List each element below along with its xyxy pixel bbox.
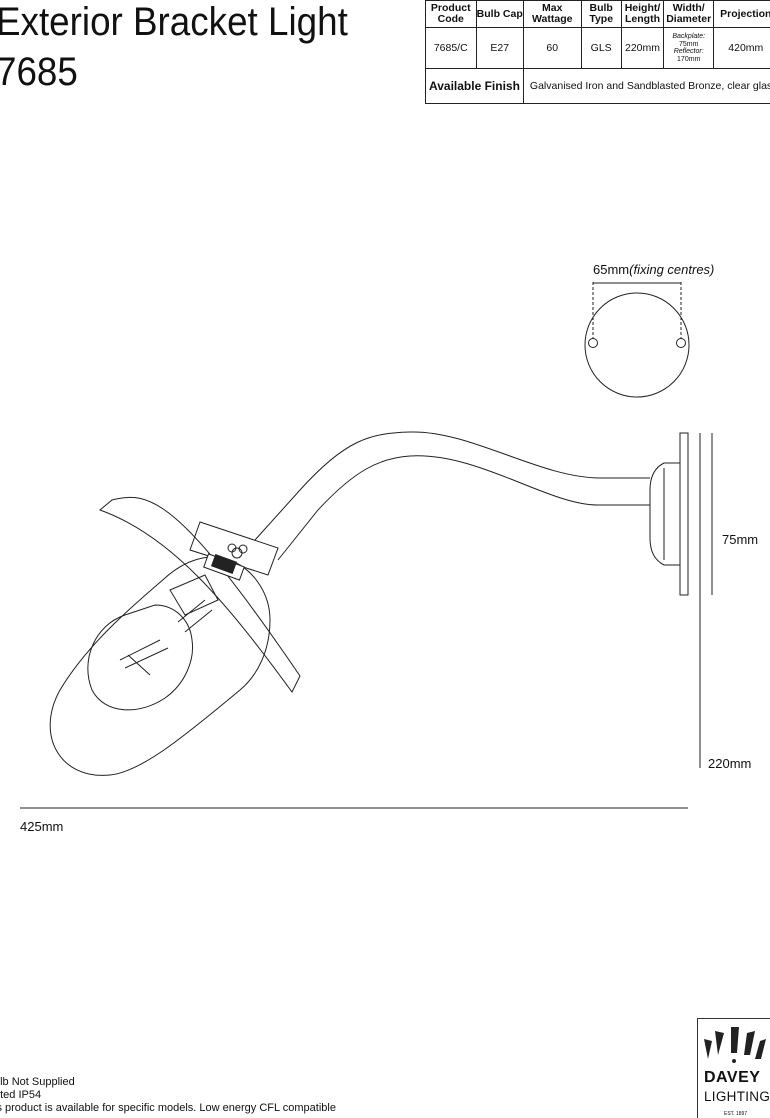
fixing-value: 65mm [593, 262, 629, 277]
bulb-glass [88, 605, 193, 710]
bulb-filament [120, 640, 168, 675]
note-line: ulb Not Supplied [0, 1076, 336, 1089]
logo-sub: LIGHTING [704, 1089, 770, 1104]
logo-tiny: EST. 1897 [724, 1111, 747, 1117]
fixing-note: (fixing centres) [629, 262, 714, 277]
fixing-centres-label: 65mm(fixing centres) [593, 262, 714, 277]
arm-bottom [278, 456, 650, 560]
logo-brand: DAVEY [704, 1069, 760, 1087]
overall-width-label: 425mm [20, 819, 63, 834]
overall-height-label: 220mm [708, 756, 751, 771]
wall-backplate [680, 433, 688, 595]
note-line: ated IP54 [0, 1089, 336, 1102]
terminal-block [204, 544, 247, 580]
product-notes: ulb Not Supplied ated IP54 is product is… [0, 1076, 336, 1115]
backplate-boss [650, 463, 680, 565]
note-line: is product is available for specific mod… [0, 1102, 336, 1115]
reflector-disc [100, 497, 300, 692]
backplate-height-label: 75mm [722, 532, 758, 547]
arm-top [255, 432, 650, 540]
fixing-hole-left [589, 339, 598, 348]
logo-lamp-icon [698, 1019, 770, 1067]
fixing-hole-right [677, 339, 686, 348]
glass-shade [50, 557, 270, 775]
backplate-circle [585, 293, 689, 397]
davey-lighting-logo: DAVEY LIGHTING EST. 1897 [697, 1018, 770, 1118]
